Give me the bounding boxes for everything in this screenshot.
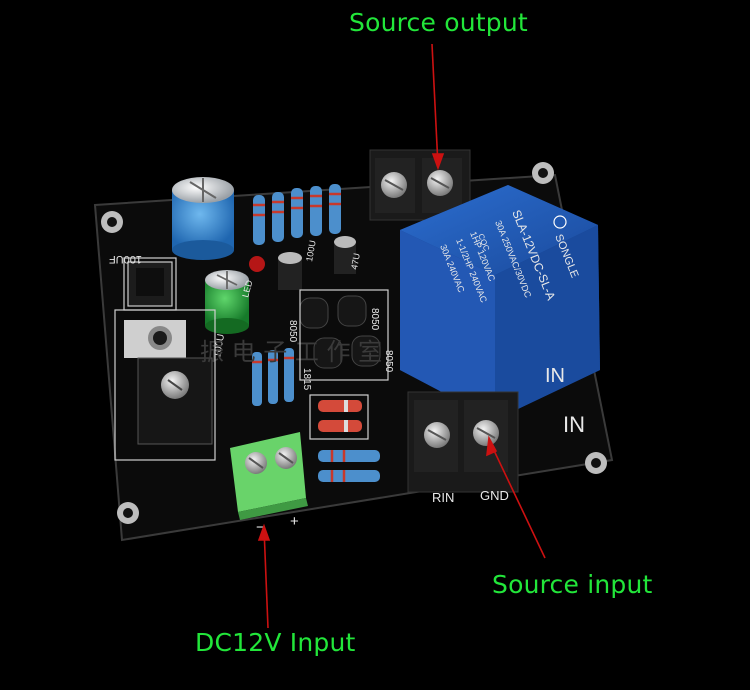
gnd-label: GND (480, 488, 509, 503)
cap3-label: 47U (349, 252, 362, 270)
q2-label: 8050 (369, 308, 380, 331)
source-output-callout: Source output (349, 8, 528, 37)
cap1-label: 100UF (109, 253, 142, 265)
diodes (318, 400, 362, 432)
optocoupler (127, 261, 173, 307)
led-red (249, 256, 265, 272)
relay: SONGLE SLA-12VDC-SL-A 30A 250VAC/30VDC 1… (400, 185, 600, 420)
pcb-in-label: IN (563, 412, 585, 437)
source-input-terminal (407, 391, 519, 493)
q1-label: 8050 (287, 320, 298, 343)
capacitor-large-blue (172, 177, 234, 260)
resistor-array-top (253, 184, 341, 245)
cap2-label: 100U (304, 239, 318, 262)
source-output-terminal (369, 149, 471, 221)
capacitor-green (205, 270, 249, 334)
watermark: 振 电 子 工 作 室 (200, 338, 382, 366)
resistor-array-bottom (318, 450, 380, 482)
capacitor-small-1 (278, 252, 302, 290)
arrows (257, 43, 546, 629)
minus-label: − (256, 519, 265, 536)
dc-input-callout: DC12V Input (195, 628, 356, 657)
rin-label: RIN (432, 490, 454, 505)
capacitor-small-2 (334, 236, 356, 274)
voltage-regulator (124, 320, 213, 445)
plus-label: + (290, 513, 299, 530)
source-input-callout: Source input (492, 570, 653, 599)
silkscreen-outlines (114, 257, 389, 461)
relay-in-label: IN (545, 365, 565, 387)
ic-label: 1815 (301, 368, 312, 391)
resistor-array-mid (252, 348, 294, 406)
led-label: LED (240, 279, 254, 299)
transistors (299, 295, 381, 369)
mounting-holes (101, 162, 607, 524)
regulator-cap-label: 100U (212, 333, 227, 358)
dc-input-terminal (230, 432, 308, 520)
